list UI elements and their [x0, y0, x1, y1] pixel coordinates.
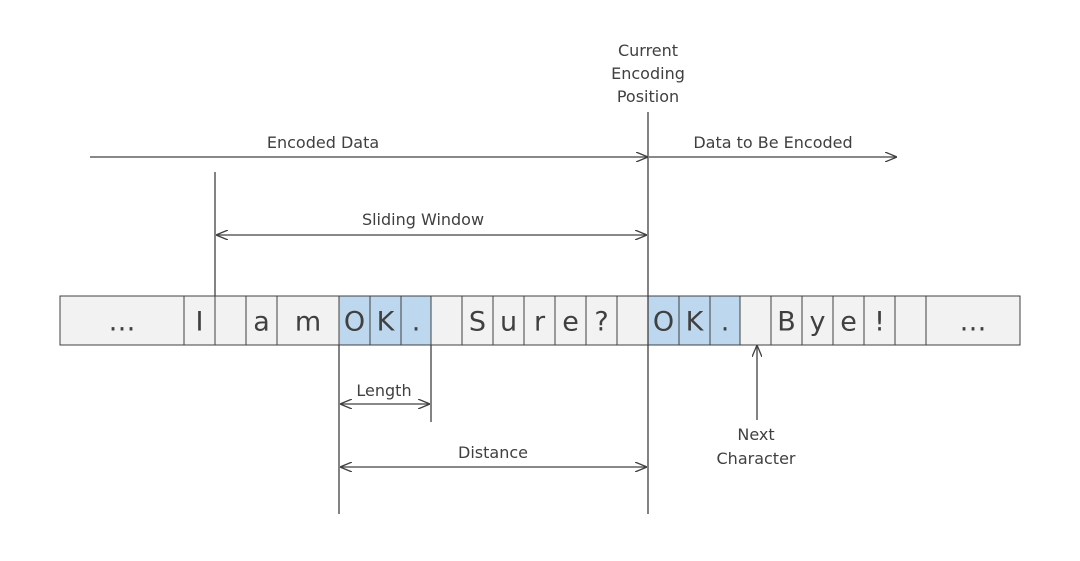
char-cell-text: K	[686, 307, 705, 338]
char-cell	[832, 295, 865, 346]
matched-cell	[338, 295, 371, 346]
matched-cell	[400, 295, 432, 346]
char-cell-text: e	[840, 307, 857, 338]
char-cell-text: O	[344, 307, 365, 338]
char-cell-text: y	[810, 307, 826, 338]
char-cell	[492, 295, 525, 346]
data-to-be-encoded-label: Data to Be Encoded	[693, 133, 852, 152]
char-cell	[523, 295, 556, 346]
char-cell-text: …	[109, 307, 136, 338]
char-cell-text: .	[721, 307, 730, 338]
char-cell	[245, 295, 278, 346]
current-position-label-line1: Current	[618, 41, 678, 60]
sliding-window-label: Sliding Window	[362, 210, 484, 229]
char-cell	[59, 295, 185, 346]
char-cell	[925, 295, 1021, 346]
char-cell	[894, 295, 927, 346]
char-cell-text: !	[874, 307, 885, 338]
char-cell-text: r	[534, 307, 546, 338]
char-cell	[770, 295, 803, 346]
char-cell-text: K	[377, 307, 396, 338]
length-label: Length	[356, 381, 411, 400]
char-cell-text: S	[469, 307, 486, 338]
char-cell	[616, 295, 649, 346]
char-cell-text: a	[253, 307, 270, 338]
char-cell	[585, 295, 618, 346]
matched-cell	[369, 295, 402, 346]
char-cell-text: u	[500, 307, 517, 338]
matched-cell	[678, 295, 711, 346]
char-cell-text: ?	[594, 307, 608, 338]
current-position-label-line3: Position	[617, 87, 679, 106]
char-cell	[214, 295, 247, 346]
next-character-label-line2: Character	[717, 449, 796, 468]
current-position-label-line2: Encoding	[611, 64, 685, 83]
char-cell-text: .	[412, 307, 421, 338]
char-cell-text: O	[653, 307, 674, 338]
char-cell	[801, 295, 834, 346]
distance-label: Distance	[458, 443, 528, 462]
char-cell-text: m	[295, 307, 321, 338]
next-character-label-line1: Next	[737, 425, 774, 444]
char-cell	[461, 295, 494, 346]
char-cell-text: I	[196, 307, 204, 338]
char-cell	[739, 295, 772, 346]
matched-cell	[647, 295, 680, 346]
char-cell	[183, 295, 216, 346]
char-cell	[863, 295, 896, 346]
char-cell	[430, 295, 463, 346]
char-cell-text: B	[777, 307, 796, 338]
char-cell-text: …	[960, 307, 987, 338]
encoded-data-label: Encoded Data	[267, 133, 379, 152]
char-cell-text: e	[562, 307, 579, 338]
